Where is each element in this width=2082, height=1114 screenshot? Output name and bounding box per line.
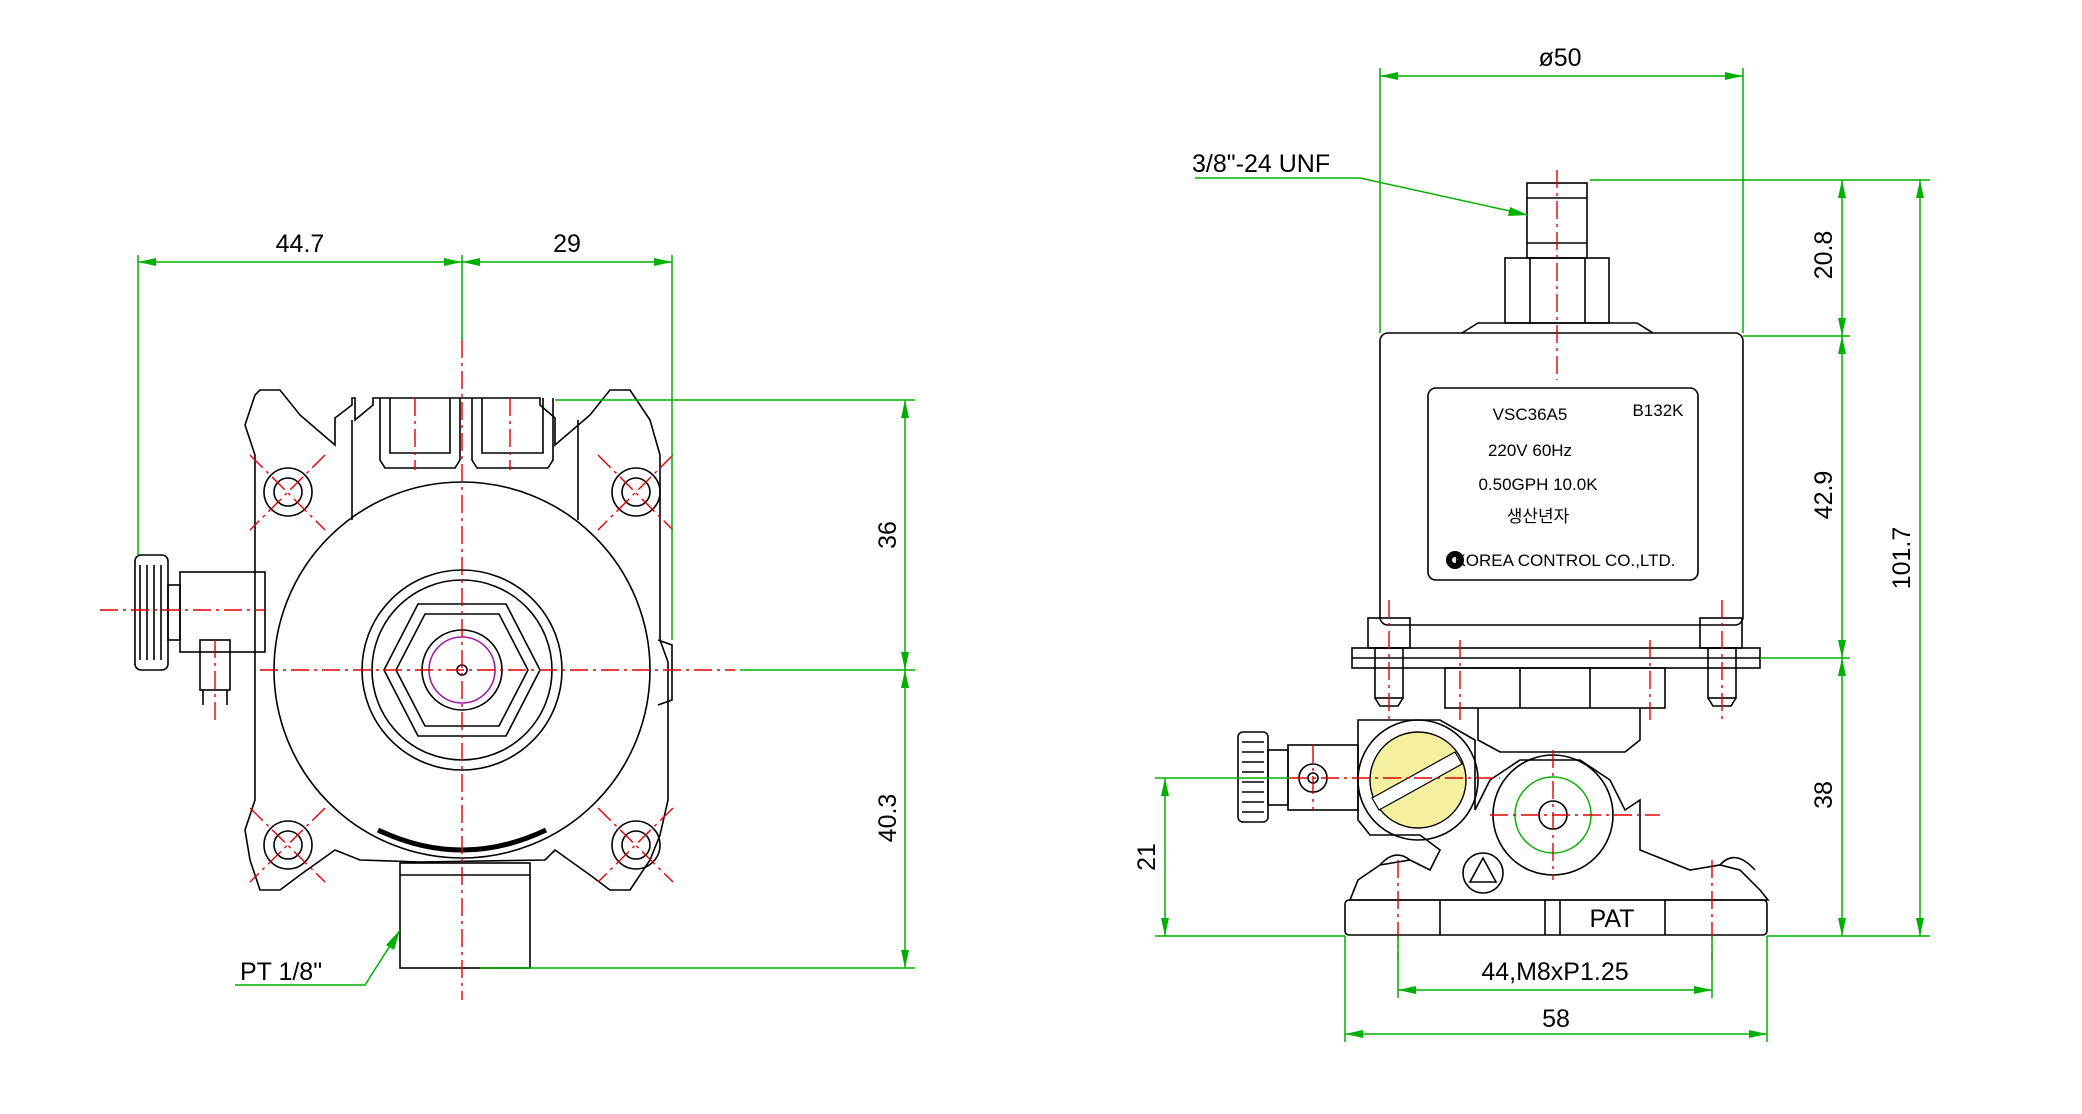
nameplate-code: B132K (1632, 401, 1684, 420)
dim-mount-44: 44,M8xP1.25 (1481, 958, 1628, 986)
side-coil-housing (1379, 332, 1744, 626)
front-mount-bolts (263, 467, 661, 870)
pat-marking: PAT (1590, 905, 1635, 933)
dim-38: 38 (1810, 781, 1838, 809)
dim-40-3: 40.3 (874, 794, 902, 843)
front-outlet-fitting (399, 862, 531, 969)
pt-thread-callout: PT 1/8" (240, 958, 322, 986)
side-dimension-labels: ø50 3/8"-24 UNF 20.8 42.9 101.7 38 21 44… (1133, 44, 1916, 1033)
nameplate-maker: KOREA CONTROL CO.,LTD. (1454, 551, 1675, 570)
front-dimension-labels: 44.7 29 36 40.3 PT 1/8" (240, 230, 902, 986)
side-view: VSC36A5 B132K 220V 60Hz 0.50GPH 10.0K 생산… (1133, 44, 1930, 1042)
dim-20-8: 20.8 (1810, 231, 1838, 280)
dim-29: 29 (553, 230, 581, 258)
side-hex-nut (1444, 667, 1666, 709)
top-tab-left (379, 398, 461, 469)
front-centerlines (100, 340, 735, 1000)
nameplate: VSC36A5 B132K 220V 60Hz 0.50GPH 10.0K 생산… (1427, 387, 1699, 581)
nameplate-frame (1427, 387, 1699, 581)
front-view: 44.7 29 36 40.3 PT 1/8" (100, 230, 915, 1000)
unf-thread-callout: 3/8"-24 UNF (1192, 150, 1330, 178)
front-dimensions (137, 255, 915, 986)
side-adjust-knob (1237, 731, 1359, 823)
front-adjust-knob (134, 554, 266, 705)
dim-101-7: 101.7 (1888, 527, 1916, 590)
nameplate-flow: 0.50GPH 10.0K (1478, 475, 1598, 494)
nameplate-model: VSC36A5 (1493, 405, 1568, 424)
nameplate-production: 생산년자 (1507, 507, 1570, 526)
dim-42-9: 42.9 (1810, 471, 1838, 520)
side-dimensions (1155, 68, 1930, 1042)
dim-44-7: 44.7 (276, 230, 325, 258)
nameplate-voltage: 220V 60Hz (1488, 441, 1572, 460)
front-flange-outline (244, 389, 669, 891)
side-centerlines (1290, 170, 1723, 960)
dim-58: 58 (1542, 1005, 1570, 1033)
side-base-plate (1344, 899, 1768, 936)
warning-triangle-icon (1468, 856, 1498, 883)
side-pressure-screw (1357, 719, 1479, 841)
dim-21: 21 (1133, 843, 1161, 871)
top-tab-right (471, 398, 554, 469)
dim-36: 36 (874, 521, 902, 549)
side-pump-body (1348, 719, 1770, 901)
dim-diameter-50: ø50 (1538, 44, 1581, 72)
